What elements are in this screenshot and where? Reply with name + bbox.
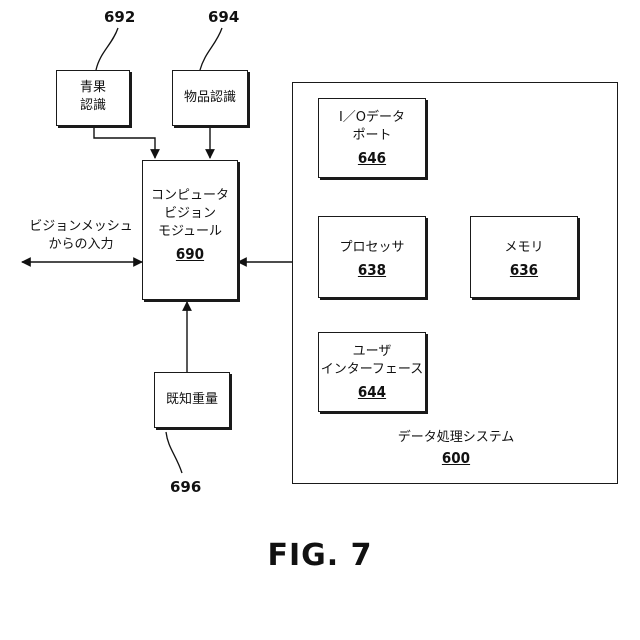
processor-label: プロセッサ [319,239,425,256]
memory-number: 636 [471,261,577,279]
ref-694: 694 [208,8,239,26]
system-number: 600 [353,449,559,467]
cv-line2: ビジョン [143,205,237,222]
leader-694 [200,28,222,70]
ui-line2: インターフェース [319,361,425,378]
memory-block: メモリ 636 [470,216,578,298]
arrow-fruit-to-cv [94,126,155,158]
known-weight-block: 既知重量 [154,372,230,428]
ui-line1: ユーザ [319,343,425,360]
object-recognition-label: 物品認識 [173,89,247,106]
figure-label: FIG. 7 [0,538,640,573]
cv-line1: コンピュータ [143,187,237,204]
blue-fruit-recognition-block: 青果 認識 [56,70,130,126]
object-recognition-block: 物品認識 [172,70,248,126]
computer-vision-module-block: コンピュータ ビジョン モジュール 690 [142,160,238,300]
input-line1: ビジョンメッシュ [22,218,140,235]
cv-number: 690 [143,245,237,263]
processor-block: プロセッサ 638 [318,216,426,298]
user-interface-block: ユーザ インターフェース 644 [318,332,426,412]
io-line1: I／Oデータ [319,109,425,126]
input-line2: からの入力 [22,236,140,253]
processor-number: 638 [319,261,425,279]
blue-fruit-line1: 青果 [57,79,129,96]
blue-fruit-line2: 認識 [57,97,129,114]
ref-692: 692 [104,8,135,26]
cv-line3: モジュール [143,223,237,240]
known-weight-label: 既知重量 [155,391,229,408]
ref-696: 696 [170,478,201,496]
io-data-port-block: I／Oデータ ポート 646 [318,98,426,178]
leader-696 [166,432,182,473]
io-line2: ポート [319,127,425,144]
io-number: 646 [319,149,425,167]
system-label: データ処理システム [353,429,559,446]
memory-label: メモリ [471,239,577,256]
leader-692 [96,28,118,70]
ui-number: 644 [319,383,425,401]
